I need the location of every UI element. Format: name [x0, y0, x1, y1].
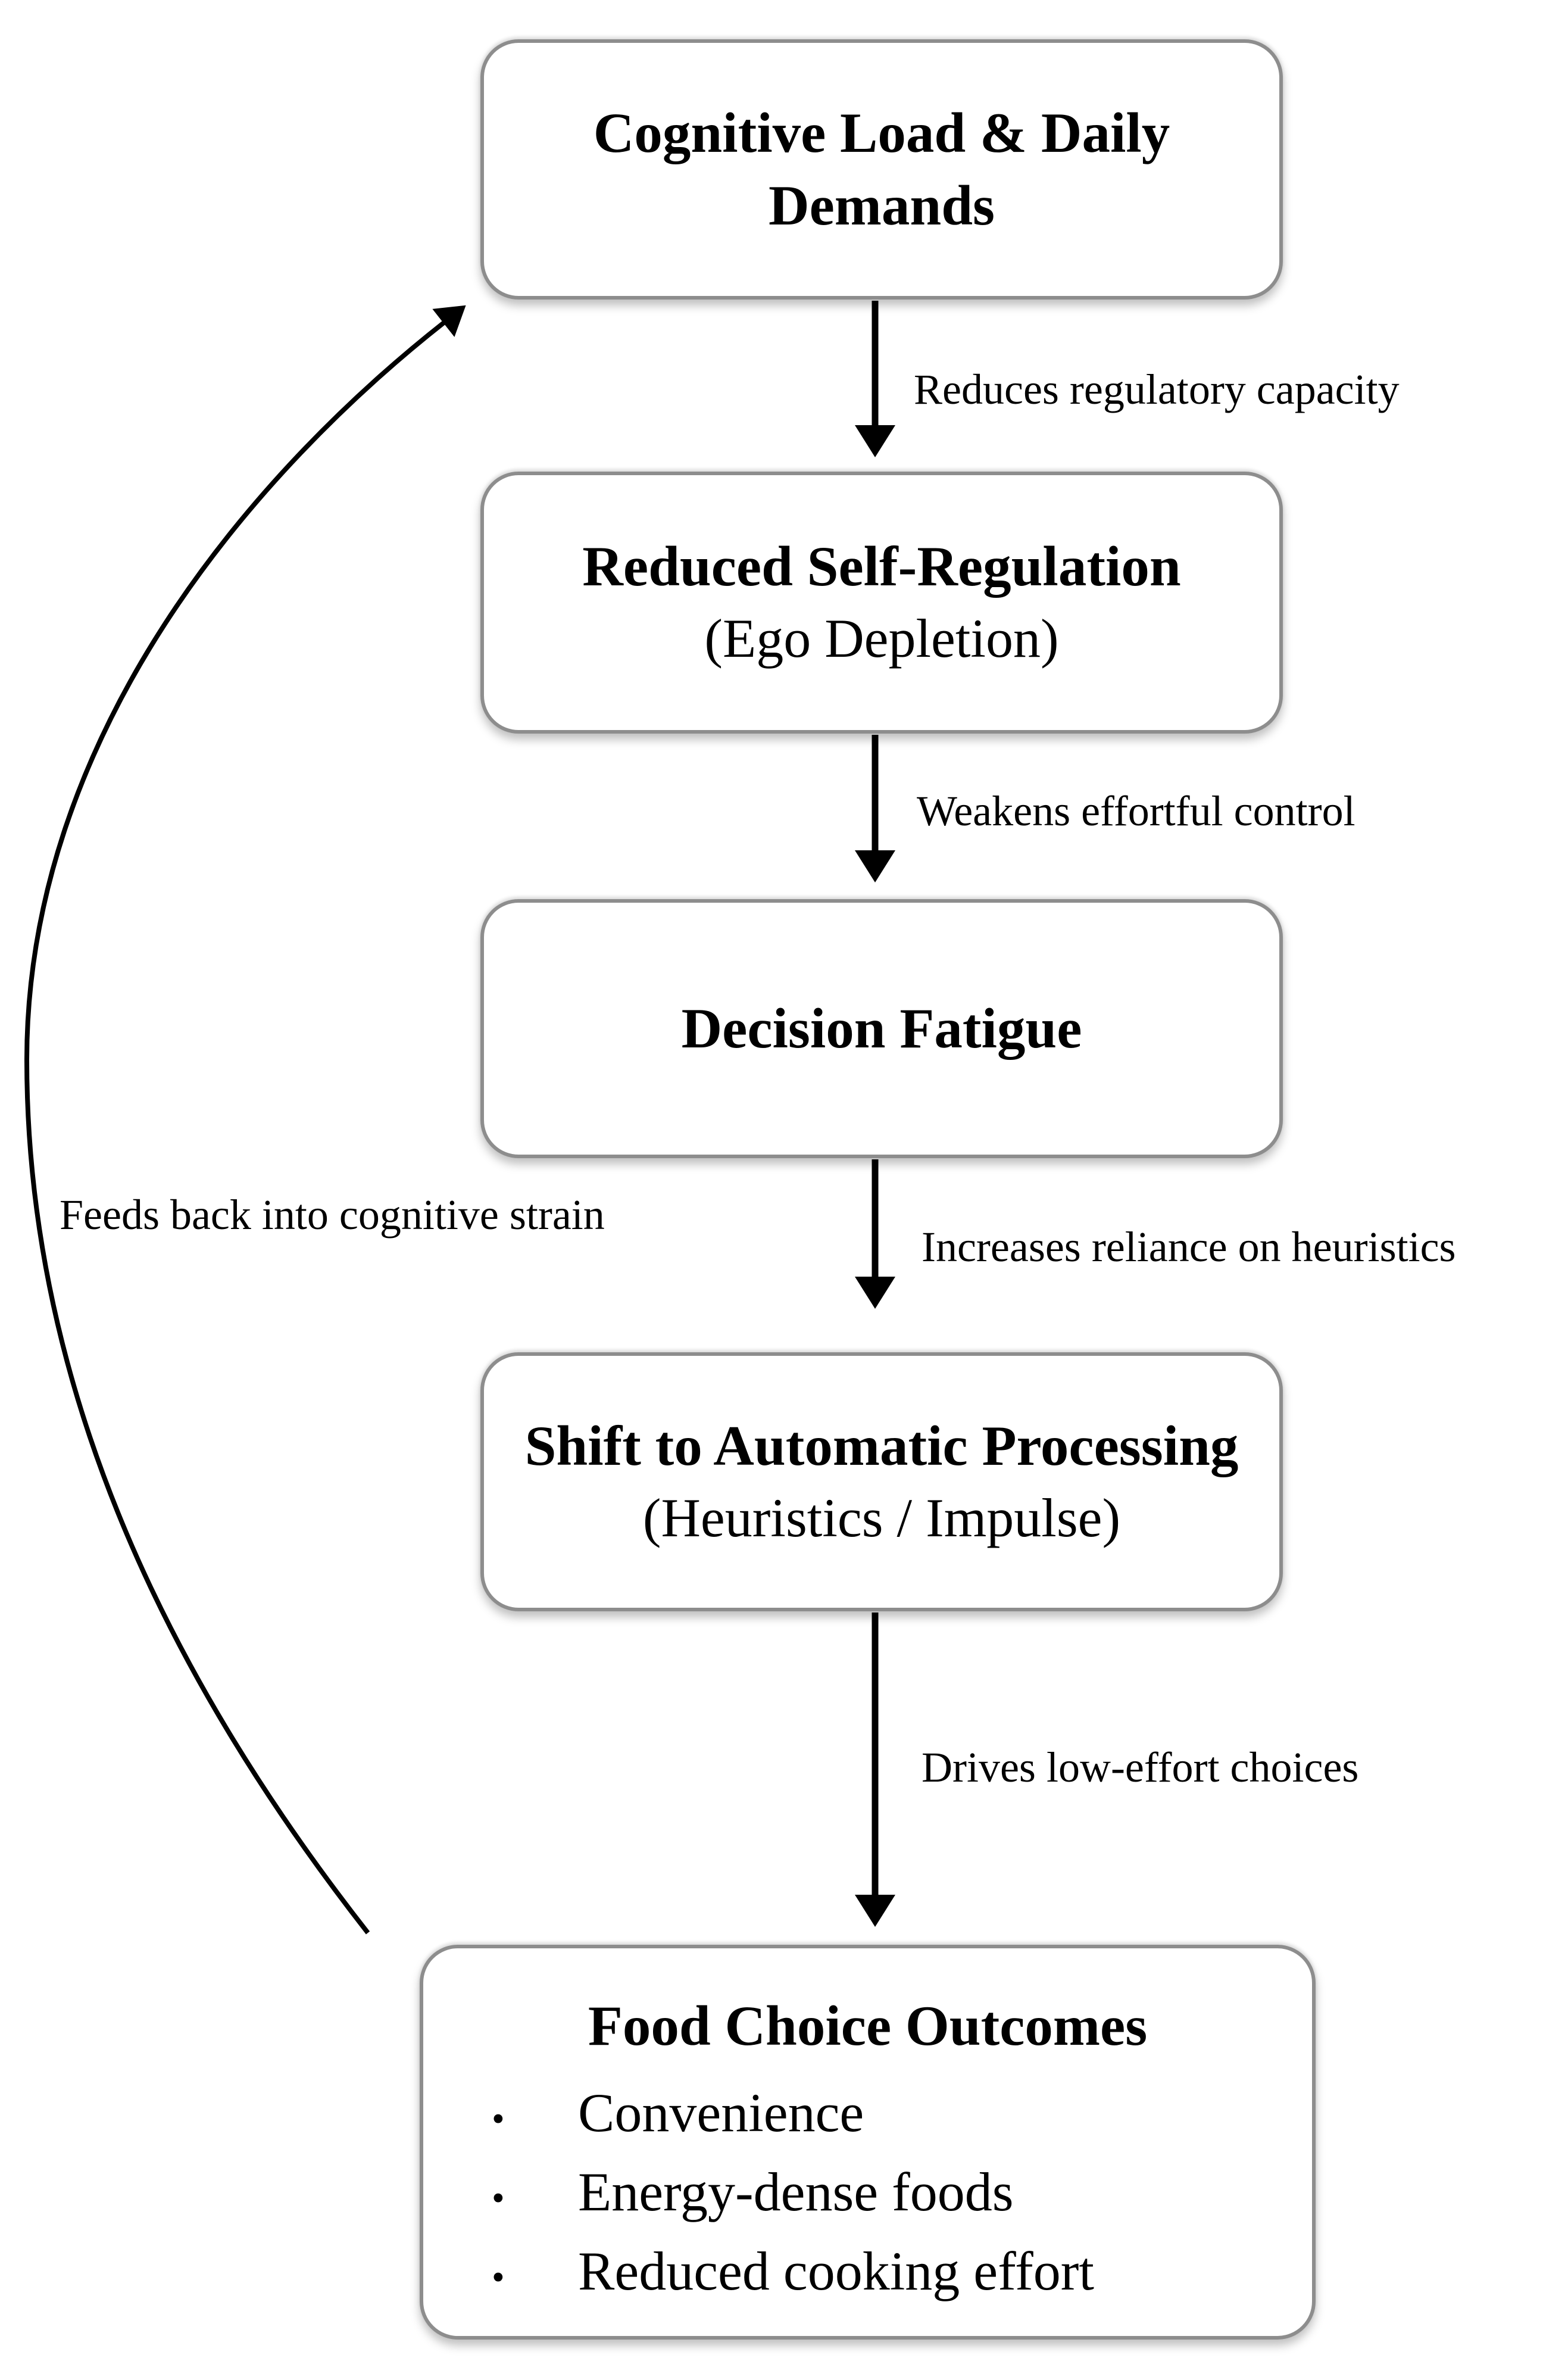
- node-title: Cognitive Load & Daily Demands: [593, 101, 1170, 237]
- edge-label-reduces-regulatory-capacity: Reduces regulatory capacity: [914, 366, 1400, 413]
- list-item: • Convenience: [459, 2073, 1276, 2153]
- bullet-icon: •: [492, 2178, 505, 2219]
- node-reduced-self-regulation: Reduced Self-Regulation (Ego Depletion): [480, 472, 1283, 734]
- node-decision-fatigue: Decision Fatigue: [480, 899, 1283, 1158]
- bullet-icon: •: [492, 2257, 505, 2298]
- node-title: Shift to Automatic Processing: [524, 1414, 1239, 1477]
- node-food-choice-outcomes: Food Choice Outcomes • Convenience • Ene…: [420, 1945, 1316, 2340]
- node-subtitle: (Heuristics / Impulse): [642, 1487, 1121, 1548]
- list-item-label: Reduced cooking effort: [578, 2241, 1094, 2302]
- node-title: Food Choice Outcomes: [588, 1994, 1148, 2057]
- edge-label-weakens-effortful-control: Weakens effortful control: [917, 787, 1355, 835]
- bullet-icon: •: [492, 2098, 505, 2139]
- list-item-label: Convenience: [578, 2082, 864, 2143]
- node-title: Decision Fatigue: [681, 996, 1082, 1060]
- list-item: • Energy-dense foods: [459, 2153, 1276, 2232]
- node-subtitle: (Ego Depletion): [704, 608, 1059, 669]
- edge-label-increases-reliance-on-heuristics: Increases reliance on heuristics: [922, 1223, 1456, 1271]
- node-cognitive-load: Cognitive Load & Daily Demands: [480, 39, 1283, 300]
- node-automatic-processing: Shift to Automatic Processing (Heuristic…: [480, 1352, 1283, 1611]
- node-title: Reduced Self-Regulation: [582, 535, 1181, 598]
- list-item-label: Energy-dense foods: [578, 2161, 1014, 2222]
- feedback-label: Feeds back into cognitive strain: [60, 1191, 605, 1239]
- list-item: • Reduced cooking effort: [459, 2232, 1276, 2311]
- edge-label-drives-low-effort-choices: Drives low-effort choices: [922, 1743, 1359, 1791]
- feedback-arrow: [24, 305, 466, 1935]
- outcomes-list: • Convenience • Energy-dense foods • Red…: [459, 2073, 1276, 2312]
